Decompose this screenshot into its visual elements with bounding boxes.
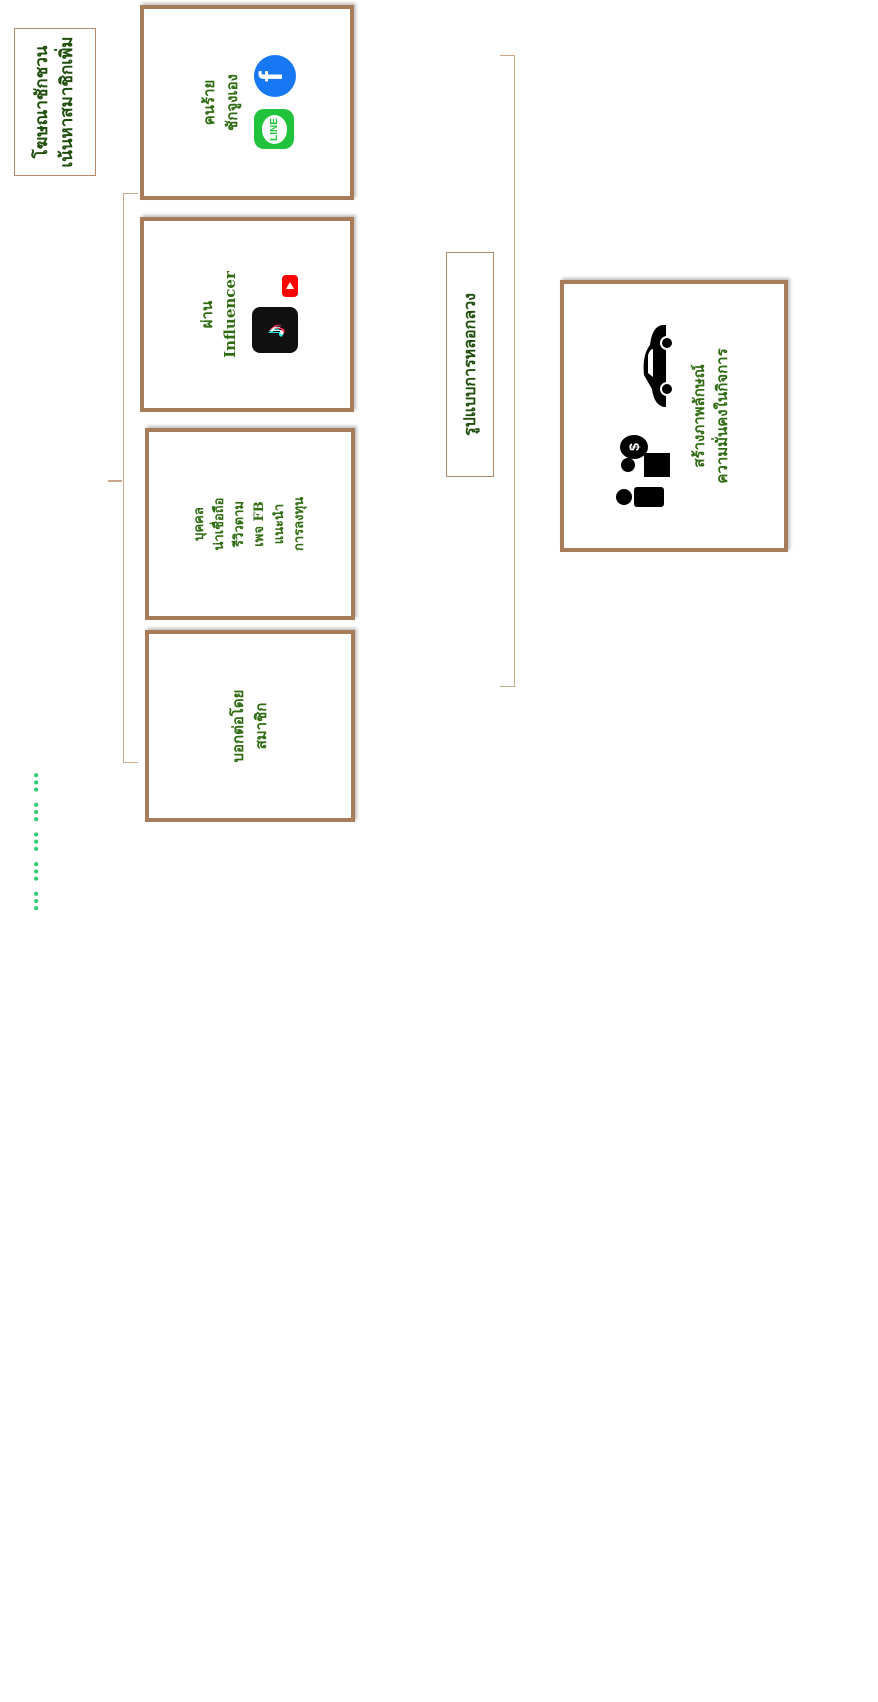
svg-text:$: $: [626, 443, 642, 451]
money-bag-person-icon: $: [615, 435, 670, 507]
luxury-car-icon: [643, 325, 674, 407]
deception-card-image-building: $ สร้างภาพลักษณ์ ความมั่นคงในกิจการ: [560, 280, 788, 552]
